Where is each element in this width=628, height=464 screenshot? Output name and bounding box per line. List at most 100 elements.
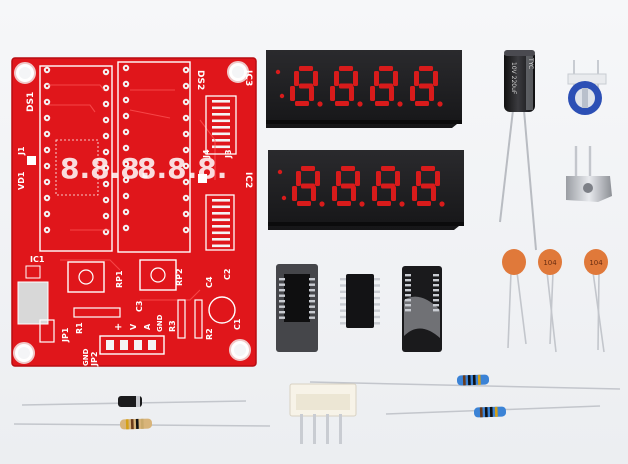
pcb-pad-hole [45, 68, 49, 72]
display-segment [416, 171, 421, 186]
label-j1: J1 [17, 146, 26, 156]
pcb-board-icon: 8.8.8. 8.8.8. [11, 57, 257, 367]
pcb-pad-hole [184, 148, 188, 152]
pcb-pad-hole [124, 114, 128, 118]
pcb-pad [212, 212, 230, 215]
capacitor-vendor: TYC [527, 57, 534, 69]
pcb-pad [212, 119, 230, 123]
display-decimal-point [359, 201, 365, 207]
display-segment [295, 101, 309, 106]
connector-pin [326, 414, 329, 444]
display-segment [351, 186, 356, 201]
label-vd1: VD1 [17, 171, 26, 190]
ic-pin [405, 304, 411, 307]
display-segment [421, 166, 435, 171]
label-r1: R1 [75, 322, 84, 334]
ic-pin [340, 315, 346, 319]
ic-pin [340, 290, 346, 293]
ic-chip-icon [276, 264, 442, 352]
display-segment [419, 66, 433, 71]
ic-pin [374, 296, 380, 300]
display-segment [433, 71, 438, 86]
display-segment [412, 186, 417, 201]
display-decimal-point [397, 101, 403, 107]
pcb-pad [212, 145, 230, 149]
ceramic-body [538, 249, 562, 275]
display-segment [301, 166, 315, 171]
label-r3: R3 [168, 320, 177, 332]
display-segment [297, 201, 311, 206]
ic-pin [433, 274, 439, 277]
ic-pin [340, 309, 346, 312]
ic-pin [309, 294, 315, 297]
ceramic-capacitor-icon: 104 104 [502, 249, 608, 353]
ic-pin [405, 294, 411, 297]
pcb-pad-hole [45, 100, 49, 104]
pcb-pad [212, 113, 230, 116]
pcb-pad-hole [104, 102, 108, 106]
label-ic2: IC2 [243, 172, 253, 188]
display-segment [417, 201, 431, 206]
pcb-pad [120, 340, 128, 350]
ceramic-marking: 104 [589, 259, 603, 267]
display-segment [353, 71, 358, 86]
ic-pin [279, 289, 285, 292]
ic-pin [279, 283, 285, 286]
display-segment [374, 71, 379, 86]
pcb-pad [212, 238, 230, 241]
mounting-holes [13, 61, 251, 364]
pcb-pad [212, 100, 230, 103]
pcb-pad-hole [124, 82, 128, 86]
pcb-pad-hole [104, 70, 108, 74]
pcb-pad-hole [124, 194, 128, 198]
display-segment [292, 186, 297, 201]
label-jp1: JP1 [61, 327, 70, 343]
pcb-pad [212, 205, 230, 209]
resistor-body [473, 406, 507, 418]
display-decimal-point [317, 101, 323, 107]
connector-pin [300, 414, 303, 444]
display-segment [332, 186, 337, 201]
display-segment [299, 66, 313, 71]
display-segment [339, 66, 353, 71]
ic-pin [279, 300, 285, 303]
pcb-pad-hole [124, 226, 128, 230]
display-bottom-digits [277, 166, 445, 207]
label-c3: C3 [135, 301, 144, 312]
label-v: V [129, 323, 138, 330]
svg-text:8.8.8.: 8.8.8. [137, 152, 227, 185]
display-segment [313, 71, 318, 86]
ceramic-body [502, 249, 526, 275]
capacitor-marking: 10V 220uF [510, 62, 517, 95]
display-segment [294, 71, 299, 86]
ceramic-marking: 104 [543, 259, 557, 267]
label-j4: J4 [202, 149, 211, 159]
ic-pin [374, 290, 380, 293]
pcb-pad-hole [124, 66, 128, 70]
pcb-pad-hole [184, 100, 188, 104]
ic-chip-wrapped-left [276, 264, 318, 352]
label-ic1: IC1 [30, 255, 45, 264]
display-segment [355, 171, 360, 186]
pcb-pad-hole [45, 84, 49, 88]
ic-pin [405, 309, 411, 312]
diode-icon [21, 396, 247, 407]
electrolytic-capacitor-icon: 10V 220uF TYC [499, 50, 537, 251]
pcb-pad-hole [104, 214, 108, 218]
pcb-pads [43, 64, 230, 350]
pcb-pad [212, 132, 230, 136]
connector-icon [289, 383, 357, 444]
pcb-pad [212, 244, 230, 248]
ds2-footprint: 8.8.8. [117, 61, 227, 253]
label-c2: C2 [223, 269, 232, 280]
pcb-pad-hole [184, 196, 188, 200]
pcb-pad [212, 225, 230, 228]
display-decimal-point [357, 101, 363, 107]
label-gnd-right: GND [156, 314, 164, 332]
ic-pin [309, 283, 315, 286]
display-segment [335, 101, 349, 106]
ic-pin [309, 289, 315, 292]
label-ds2: DS2 [195, 70, 205, 90]
display-segment [415, 101, 429, 106]
pcb-pad-hole [104, 198, 108, 202]
